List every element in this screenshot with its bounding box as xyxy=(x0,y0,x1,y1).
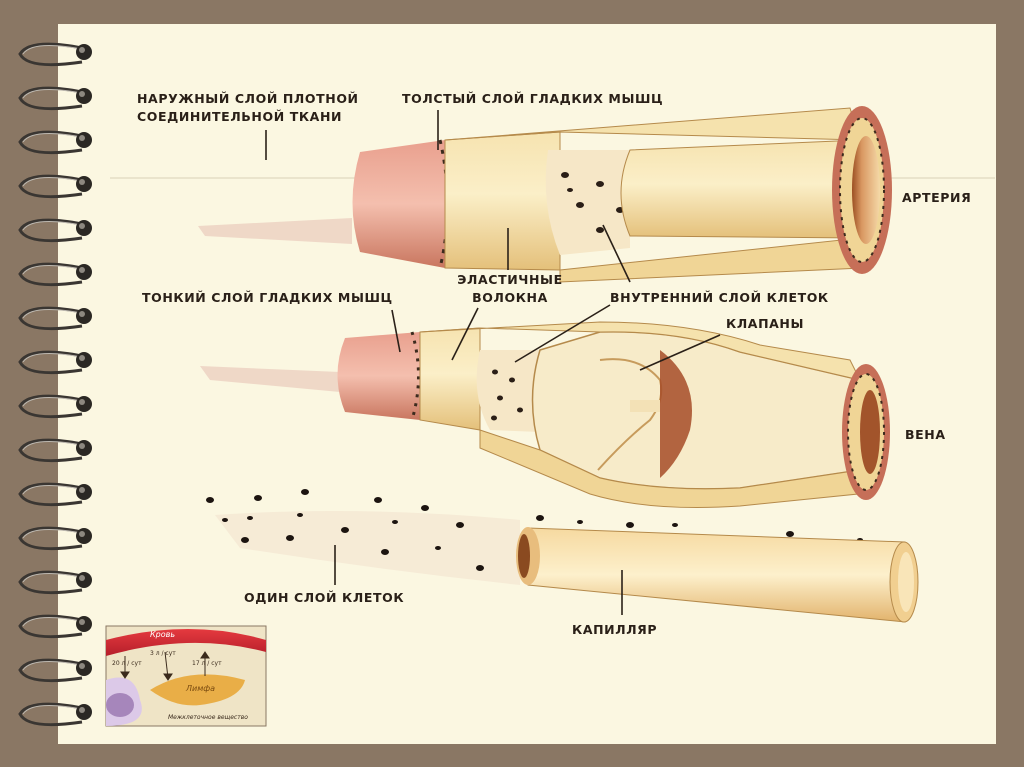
label-thin-muscle: ТОНКИЙ СЛОЙ ГЛАДКИХ МЫШЦ xyxy=(142,290,393,305)
artery-drawing xyxy=(198,106,892,283)
label-capillary: КАПИЛЛЯР xyxy=(572,622,658,637)
capillary-drawing xyxy=(206,489,919,623)
spiral-binding-ring-icon xyxy=(18,306,92,331)
spiral-binding-ring-icon xyxy=(18,702,92,727)
label-valves: КЛАПАНЫ xyxy=(726,316,805,331)
label-vein: ВЕНА xyxy=(905,427,946,442)
spiral-binding-ring-icon xyxy=(18,614,92,639)
spiral-binding-ring-icon xyxy=(18,570,92,595)
inset-flow-1: 20 л / сут xyxy=(112,660,142,667)
vein-drawing xyxy=(200,321,890,508)
spiral-binding-ring-icon xyxy=(18,42,92,67)
label-artery: АРТЕРИЯ xyxy=(902,190,972,205)
inset-flow-2: 3 л / сут xyxy=(150,650,176,657)
label-thick-muscle: ТОЛСТЫЙ СЛОЙ ГЛАДКИХ МЫШЦ xyxy=(402,91,664,106)
spiral-binding-ring-icon xyxy=(18,394,92,419)
spiral-binding xyxy=(18,42,92,727)
label-outer-layer-line1: НАРУЖНЫЙ СЛОЙ ПЛОТНОЙ xyxy=(137,91,359,106)
spiral-binding-ring-icon xyxy=(18,130,92,155)
inset-interstitial-label: Межклеточное вещество xyxy=(168,714,248,721)
label-elastic-line1: ЭЛАСТИЧНЫЕ xyxy=(457,272,563,287)
spiral-binding-ring-icon xyxy=(18,482,92,507)
spiral-binding-ring-icon xyxy=(18,262,92,287)
label-elastic-line2: ВОЛОКНА xyxy=(472,290,548,305)
spiral-binding-ring-icon xyxy=(18,174,92,199)
spiral-binding-ring-icon xyxy=(18,658,92,683)
spiral-binding-ring-icon xyxy=(18,218,92,243)
inset-lymph-label: Лимфа xyxy=(186,684,215,693)
leader-lines xyxy=(265,110,721,615)
spiral-binding-ring-icon xyxy=(18,350,92,375)
label-outer-layer-line2: СОЕДИНИТЕЛЬНОЙ ТКАНИ xyxy=(137,109,343,124)
spiral-binding-ring-icon xyxy=(18,526,92,551)
spiral-binding-ring-icon xyxy=(18,86,92,111)
label-one-layer: ОДИН СЛОЙ КЛЕТОК xyxy=(244,590,405,605)
spiral-binding-ring-icon xyxy=(18,438,92,463)
inset-blood-label: Кровь xyxy=(150,630,176,639)
inset-flow-3: 17 л / сут xyxy=(192,660,222,667)
label-inner-layer: ВНУТРЕННИЙ СЛОЙ КЛЕТОК xyxy=(610,290,829,305)
lymph-inset xyxy=(105,625,267,727)
